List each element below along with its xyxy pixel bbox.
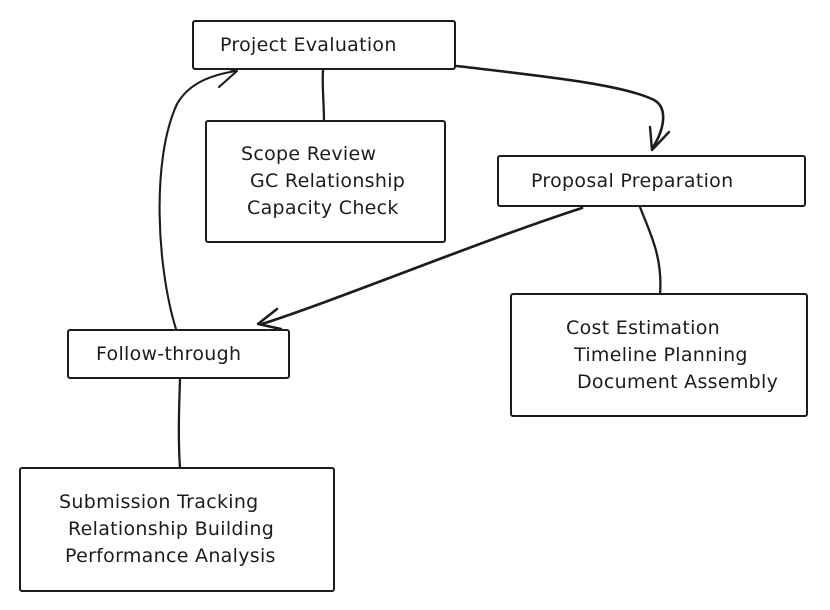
follow-through-detail-line-3: Performance Analysis — [65, 545, 276, 567]
node-follow-through[interactable]: Follow-through — [67, 329, 290, 379]
edge-follow-through-to-project-evaluation[interactable] — [158, 69, 238, 331]
evaluation-detail-line-2: GC Relationship — [250, 170, 406, 192]
follow-through-detail-line-1: Submission Tracking — [59, 491, 259, 513]
evaluation-detail-line-3: Capacity Check — [247, 197, 399, 219]
node-project-evaluation-label: Project Evaluation — [220, 34, 397, 56]
edge-project-evaluation-to-proposal-preparation[interactable] — [455, 64, 665, 151]
edge-proposal-preparation-to-proposal-details[interactable] — [638, 205, 662, 296]
proposal-detail-line-2: Timeline Planning — [574, 343, 748, 366]
edge-project-evaluation-to-evaluation-details[interactable] — [321, 68, 326, 123]
node-follow-through-details[interactable]: Submission Tracking Relationship Buildin… — [19, 467, 335, 592]
node-proposal-preparation[interactable]: Proposal Preparation — [497, 155, 806, 207]
node-proposal-preparation-label: Proposal Preparation — [531, 170, 734, 192]
follow-through-detail-line-2: Relationship Building — [68, 518, 275, 540]
edge-proposal-preparation-to-follow-through[interactable] — [260, 206, 584, 326]
edge-follow-through-to-follow-through-details[interactable] — [177, 377, 182, 470]
node-evaluation-details[interactable]: Scope Review GC Relationship Capacity Ch… — [205, 120, 446, 243]
arrowhead-to-proposal-preparation — [648, 125, 671, 152]
arrowhead-to-follow-through — [256, 307, 283, 331]
proposal-detail-line-1: Cost Estimation — [566, 316, 720, 339]
node-proposal-details[interactable]: Cost Estimation Timeline Planning Docume… — [510, 293, 808, 417]
node-follow-through-label: Follow-through — [96, 343, 242, 365]
proposal-detail-line-3: Document Assembly — [577, 370, 779, 393]
evaluation-detail-line-1: Scope Review — [241, 143, 377, 165]
node-project-evaluation[interactable]: Project Evaluation — [192, 20, 456, 70]
